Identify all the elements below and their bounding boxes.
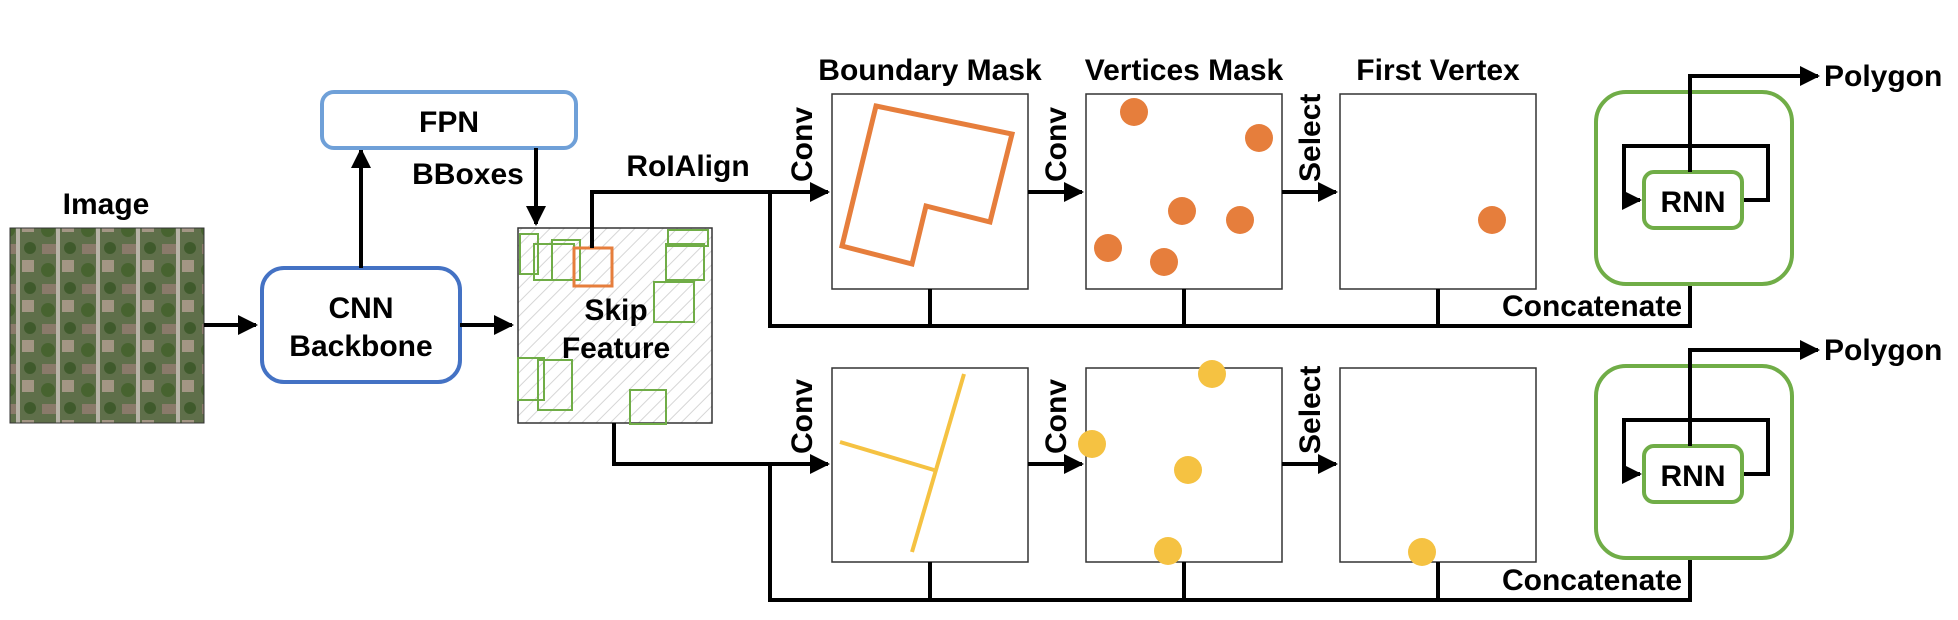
first-vertex-dot-bottom [1408,538,1436,566]
vertex-dot [1150,248,1178,276]
cnn-backbone-box [260,266,462,384]
bbox-green [517,357,545,401]
rnn-loop-top [1622,144,1770,210]
select-label-top: Select [1294,94,1327,182]
roialign-connector [590,190,770,248]
fpn-label: FPN [419,106,479,139]
bbox-overlays [517,229,709,425]
first-vertex-panel-bottom [1339,367,1537,563]
skip-to-bottom-branch [612,423,770,466]
bbox-green [537,359,573,411]
concatenate-label-bottom: Concatenate [1502,564,1682,597]
conv-label-bottom-1: Conv [786,379,819,454]
vertex-dots-bottom [1078,360,1226,565]
conv-label-top-1: Conv [786,107,819,182]
concatenate-label-top: Concatenate [1502,290,1682,323]
first-vertex-panel [1339,93,1537,290]
polygon-label-top: Polygon [1824,60,1942,93]
first-vertex-dot [1478,206,1506,234]
bbox-green [629,389,667,425]
vertex-dot [1198,360,1226,388]
cnn-backbone-label-line1: CNN [329,292,394,325]
skip-feature-label-line2: Feature [562,332,670,365]
edge-line [910,373,966,553]
edge-line [839,440,935,472]
polygon-label-bottom: Polygon [1824,334,1942,367]
bbox-green [653,281,695,323]
vertex-dots-top [1094,98,1273,276]
edge-lines [839,373,966,553]
vertex-dot [1154,537,1182,565]
rnn-inner-box-bottom [1642,444,1744,504]
first-vertex-title: First Vertex [1356,54,1520,87]
input-aerial-image [9,227,205,424]
rnn-to-polygon-top [1688,66,1820,172]
skip-feature-label-line1: Skip [584,294,647,327]
boundary-mask-title: Boundary Mask [818,54,1042,87]
rnn-loop-bottom [1622,418,1770,484]
conv-label-top-2: Conv [1040,107,1073,182]
vertex-dot [1245,124,1273,152]
rnn-inner-box-top [1642,170,1744,230]
rnn-label-bottom: RNN [1661,460,1726,493]
edge-mask-panel [831,367,1029,563]
cnn-backbone-label-line2: Backbone [289,330,432,363]
bboxes-label: BBoxes [412,158,524,191]
boundary-polygon [838,103,1016,268]
vertex-dot [1168,197,1196,225]
rnn-to-polygon-bottom [1688,340,1820,446]
bbox-green [551,239,581,281]
image-label: Image [63,188,150,221]
bbox-green [667,229,709,247]
select-label-bottom: Select [1294,366,1327,454]
rnn-label-top: RNN [1661,186,1726,219]
fpn-box [320,90,578,150]
vertex-dot [1226,206,1254,234]
vertex-dot [1078,430,1106,458]
vertex-dot [1174,456,1202,484]
conv-label-bottom-2: Conv [1040,379,1073,454]
roialign-label: RoIAlign [626,150,749,183]
bbox-green [665,243,705,281]
bbox-green [519,233,539,275]
vertex-dot [1120,98,1148,126]
vertex-dot [1094,234,1122,262]
vertices-mask-title: Vertices Mask [1085,54,1284,87]
